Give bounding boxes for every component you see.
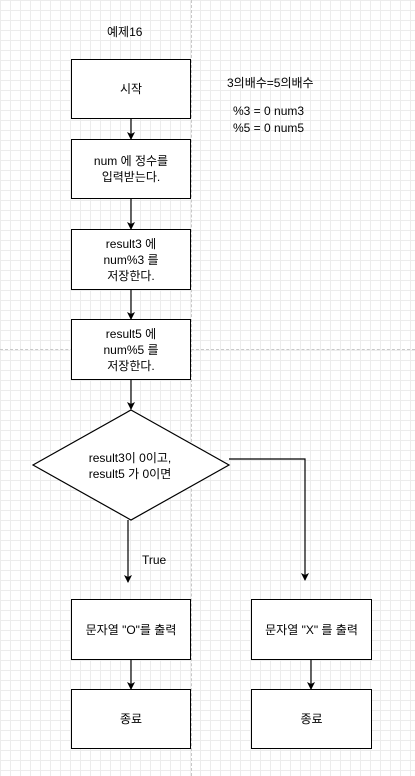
start-node: 시작 xyxy=(71,59,191,119)
note-line-2: %3 = 0 num3 xyxy=(233,104,305,118)
note-line-3: %5 = 0 num5 xyxy=(233,121,305,135)
store-result5-node: result5 에 num%5 를 저장한다. xyxy=(71,319,191,380)
store-result3-node: result3 에 num%3 를 저장한다. xyxy=(71,229,191,290)
input-node: num 에 정수를 입력받는다. xyxy=(71,139,191,199)
edge-decision-false xyxy=(229,458,309,581)
edge-label-true: True xyxy=(142,553,167,567)
note-line-1: 3의배수=5의배수 xyxy=(227,76,314,90)
end-node-left: 종료 xyxy=(71,689,191,749)
decision-diamond xyxy=(31,409,231,521)
decision-label: result3이 0이고, result5 가 0이면 xyxy=(88,451,172,481)
print-x-node: 문자열 "X" 를 출력 xyxy=(251,599,372,660)
grid-guide-horizontal xyxy=(0,349,415,350)
diagram-title: 예제16 xyxy=(107,25,143,39)
end-node-right: 종료 xyxy=(251,689,372,749)
grid-guide-vertical xyxy=(191,0,192,776)
print-o-node: 문자열 "O"를 출력 xyxy=(71,599,191,660)
